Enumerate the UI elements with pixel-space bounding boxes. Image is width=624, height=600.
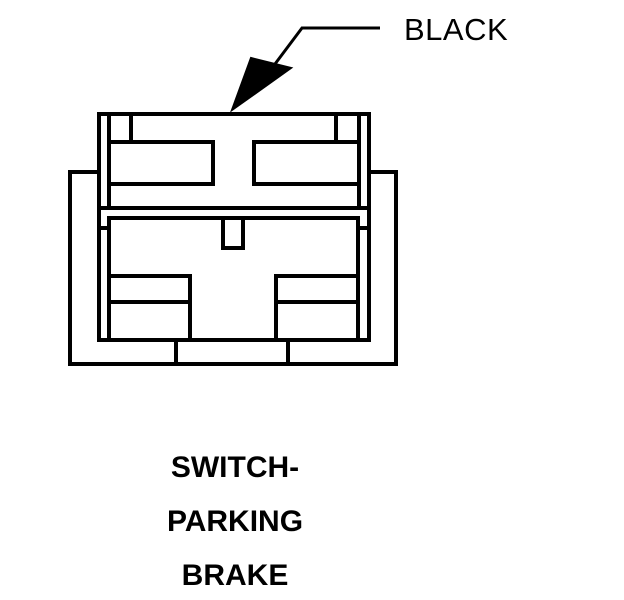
upper-terminal-left <box>107 140 215 186</box>
callout-arrowhead <box>229 56 294 113</box>
keying-tab <box>221 216 245 250</box>
lower-terminal-cavity <box>107 216 360 340</box>
lower-terminal-right-outer <box>274 274 360 342</box>
callout-leader-line <box>264 26 380 77</box>
lower-terminal-left-outer <box>107 274 192 342</box>
connector-body <box>97 112 371 342</box>
connector-housing-outline <box>68 170 398 366</box>
wire-color-label: BLACK <box>404 12 509 47</box>
upper-terminal-right <box>252 140 361 186</box>
caption-line-3: BRAKE <box>181 559 289 592</box>
caption-line-2: PARKING <box>166 505 304 538</box>
caption-line-1: SWITCH- <box>170 451 300 484</box>
